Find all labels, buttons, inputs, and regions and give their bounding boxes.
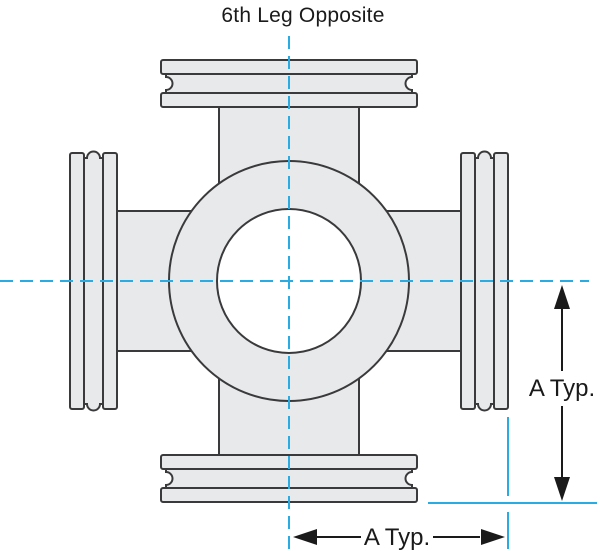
up-arrowhead-icon xyxy=(554,285,570,309)
right-arrowhead-icon xyxy=(481,529,505,545)
vertical-dimension: A Typ. xyxy=(529,285,595,501)
left-arrowhead-icon xyxy=(293,529,317,545)
left-flange xyxy=(69,150,118,412)
page-title: 6th Leg Opposite xyxy=(221,4,384,27)
down-arrowhead-icon xyxy=(554,477,570,501)
dimension-label-right: A Typ. xyxy=(529,375,595,402)
horizontal-dimension: A Typ. xyxy=(293,524,505,551)
dimension-label-bottom: A Typ. xyxy=(364,524,430,551)
